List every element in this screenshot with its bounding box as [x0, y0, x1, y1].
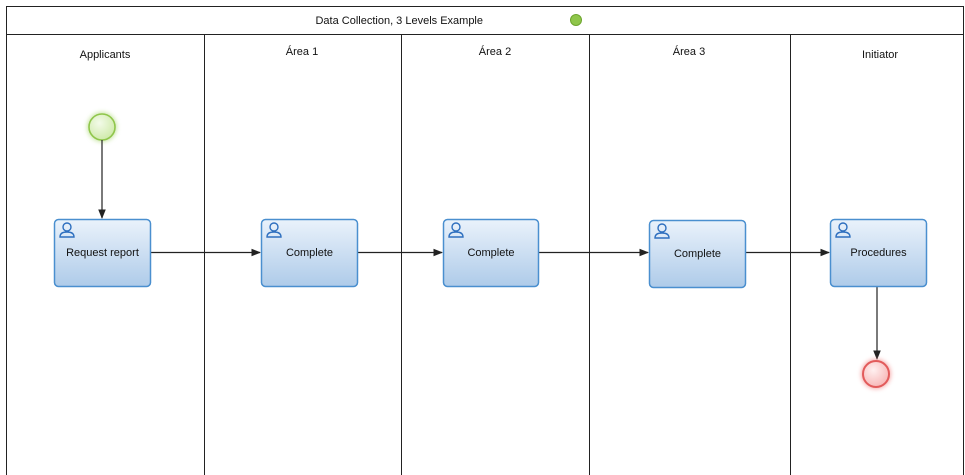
task-label: Procedures	[850, 247, 907, 259]
task-complete-area-3[interactable]: Complete	[648, 219, 747, 289]
lane-header-initiator: Initiator	[862, 49, 898, 61]
task-request-report[interactable]: Request report	[53, 218, 152, 288]
task-label: Complete	[286, 247, 333, 259]
task-complete-area-2[interactable]: Complete	[442, 218, 540, 288]
lane-header-applicants: Applicants	[80, 49, 131, 61]
lane-header-area-3: Área 3	[673, 45, 705, 58]
task-label: Complete	[674, 248, 721, 260]
lane-header-area-1: Área 1	[286, 45, 318, 58]
task-label: Complete	[467, 247, 514, 259]
lane-header-area-2: Área 2	[479, 45, 511, 58]
end-event[interactable]	[861, 359, 891, 389]
task-label: Request report	[66, 247, 139, 259]
start-event[interactable]	[87, 112, 117, 142]
pool-title: Data Collection, 3 Levels Example	[315, 15, 483, 27]
pool-status-dot	[570, 14, 582, 26]
task-complete-area-1[interactable]: Complete	[260, 218, 359, 288]
task-procedures[interactable]: Procedures	[829, 218, 928, 288]
